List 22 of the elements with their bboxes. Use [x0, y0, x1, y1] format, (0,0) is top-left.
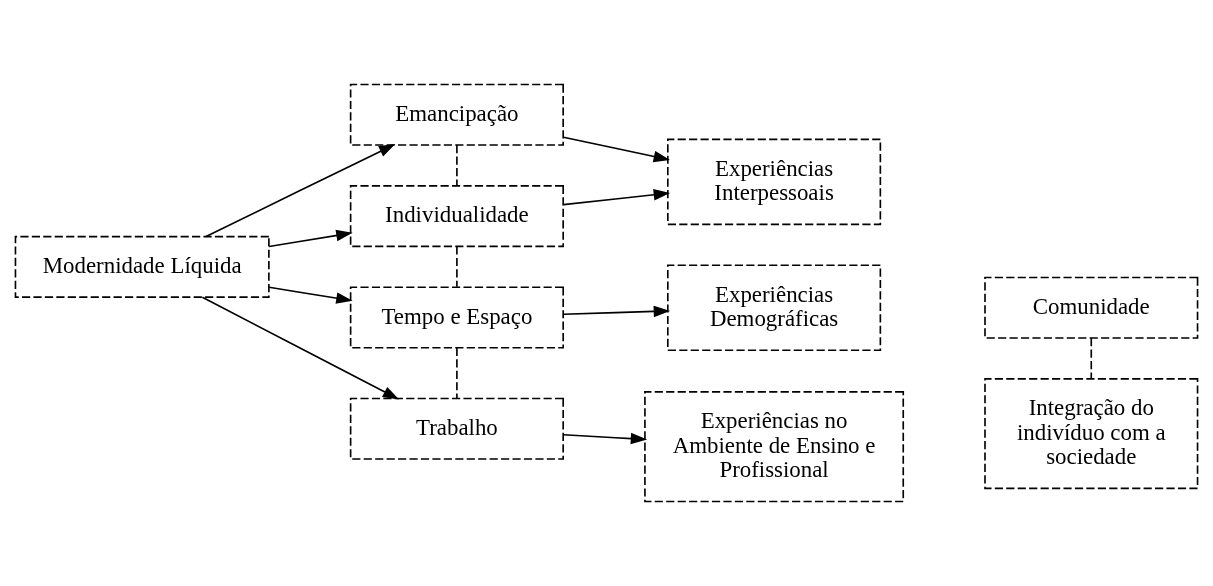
arrow [562, 189, 671, 206]
node-box: Trabalho [349, 397, 564, 460]
node-box: Integração do indivíduo com a sociedade [984, 378, 1199, 490]
connector [1090, 337, 1093, 380]
arrow [562, 305, 671, 318]
node-box: Experiências Interpessoais [667, 138, 882, 226]
node-box: Tempo e Espaço [349, 286, 564, 349]
node-box: Individualidade [349, 185, 564, 248]
connector [456, 347, 458, 400]
node-box: Experiências no Ambiente de Ensino e Profissional [644, 391, 905, 503]
arrow [562, 136, 670, 163]
node-box: Emancipação [349, 83, 564, 146]
connector [456, 144, 458, 187]
arrow [205, 144, 396, 238]
arrow [268, 286, 353, 304]
node-box: Modernidade Líquida [14, 235, 270, 298]
node-box: Experiências Demográficas [667, 264, 882, 352]
arrow [562, 432, 648, 445]
arrow [201, 296, 400, 400]
node-box: Comunidade [984, 276, 1199, 339]
arrow [268, 229, 353, 248]
connector [456, 245, 458, 288]
